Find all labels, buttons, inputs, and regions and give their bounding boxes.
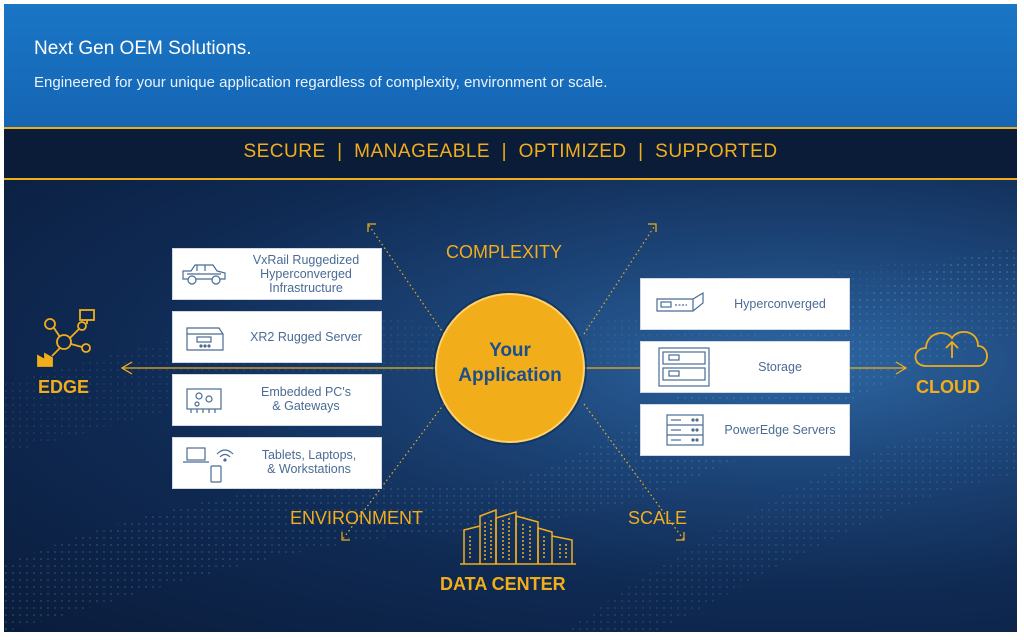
card-embedded-line2: & Gateways	[272, 399, 340, 413]
card-vxrail-line1: VxRail Ruggedized	[252, 253, 360, 267]
pillars-band	[4, 130, 1017, 178]
card-hyperconverged: Hyperconverged	[640, 278, 850, 330]
application-label-line2: Application	[458, 365, 562, 386]
card-storage: Storage	[640, 341, 850, 393]
rugged-server-icon	[186, 327, 224, 351]
card-vxrail: VxRail Ruggedized Hyperconverged Infrast…	[172, 248, 382, 300]
application-circle	[435, 293, 585, 443]
rack-server-icon	[666, 414, 704, 446]
embedded-pc-icon	[186, 388, 222, 413]
pillars-text: SECURE | MANAGEABLE | OPTIMIZED | SUPPOR…	[243, 141, 778, 162]
cloud-label: CLOUD	[916, 377, 980, 397]
card-devices-line1: Tablets, Laptops,	[261, 448, 357, 462]
rugged-vehicle-icon	[182, 264, 226, 285]
storage-array-icon	[658, 347, 710, 387]
application-label-line1: Your	[489, 340, 531, 361]
card-vxrail-line2: Hyperconverged	[260, 267, 352, 281]
card-embedded-line1: Embedded PC's	[261, 385, 351, 399]
card-hyperconverged-label: Hyperconverged	[734, 297, 826, 311]
complexity-label: COMPLEXITY	[446, 242, 563, 262]
card-vxrail-line3: Infrastructure	[269, 281, 343, 295]
card-poweredge: PowerEdge Servers	[640, 404, 850, 456]
data-center-icon	[460, 508, 576, 565]
page-title: Next Gen OEM Solutions.	[34, 38, 252, 59]
cloud-upload-icon	[914, 331, 988, 367]
edge-network-icon	[37, 309, 95, 367]
application-label: Your Application	[434, 338, 586, 388]
card-embedded: Embedded PC's & Gateways	[172, 374, 382, 426]
scale-label: SCALE	[628, 508, 688, 528]
arrow-heads	[341, 223, 685, 541]
card-poweredge-label: PowerEdge Servers	[724, 423, 836, 437]
card-devices-line2: & Workstations	[267, 462, 351, 476]
devices-icon	[183, 447, 234, 483]
card-devices: Tablets, Laptops, & Workstations	[172, 437, 382, 489]
diagram-graphics	[4, 223, 1017, 632]
infographic: Next Gen OEM Solutions. Engineered for y…	[4, 4, 1017, 632]
header-banner: Next Gen OEM Solutions. Engineered for y…	[4, 4, 1017, 127]
card-xr2-label: XR2 Rugged Server	[250, 330, 362, 344]
divider-bottom	[4, 178, 1017, 180]
card-xr2: XR2 Rugged Server	[172, 311, 382, 363]
page-subtitle: Engineered for your unique application r…	[34, 74, 608, 91]
hyperconverged-appliance-icon	[656, 291, 704, 312]
edge-label: EDGE	[38, 377, 90, 397]
environment-label: ENVIRONMENT	[290, 508, 424, 528]
divider-top	[4, 127, 1017, 129]
card-storage-label: Storage	[758, 360, 802, 374]
data-center-label: DATA CENTER	[440, 574, 566, 594]
dimension-arrows	[341, 223, 685, 541]
